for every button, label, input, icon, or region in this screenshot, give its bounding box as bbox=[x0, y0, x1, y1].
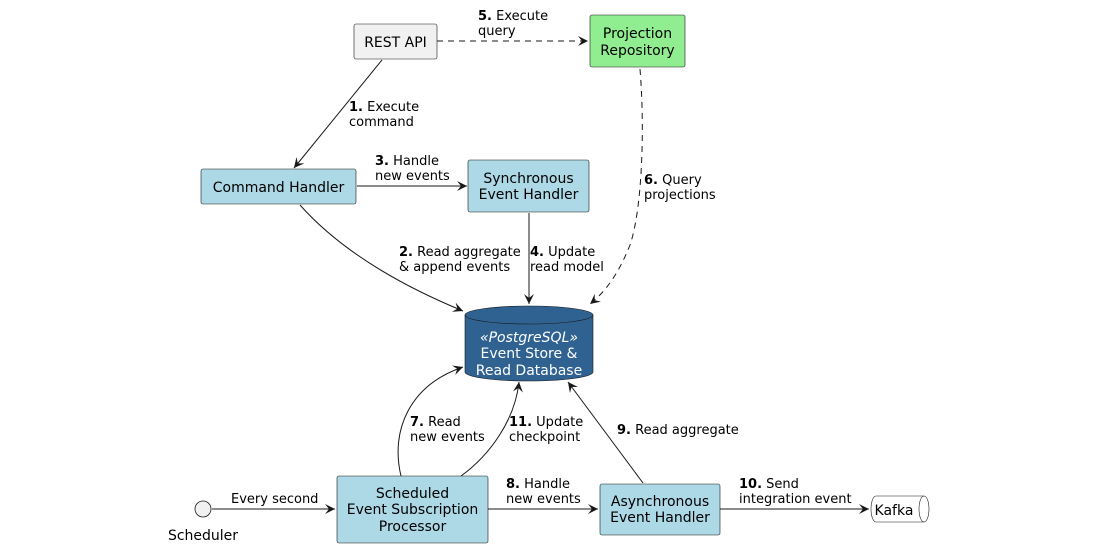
node-scheduler[interactable]: Scheduler bbox=[168, 500, 238, 544]
edge-label-3-line1: Handle bbox=[393, 154, 439, 169]
edge-label-every-second: Every second bbox=[231, 492, 318, 507]
edge-label-9: 9. Read aggregate bbox=[617, 423, 739, 438]
svg-text:6. Query: 6. Query bbox=[644, 173, 702, 188]
edge-label-10: 10. Send integration event bbox=[739, 477, 852, 507]
node-sync-handler-line2: Event Handler bbox=[479, 187, 579, 203]
edge-label-7-line1: Read bbox=[428, 415, 461, 430]
edge-label-8-line1: Handle bbox=[524, 477, 570, 492]
edge-label-5: 5. Execute query bbox=[478, 9, 548, 39]
edge-label-1-line2: command bbox=[349, 115, 414, 130]
node-scheduler-label: Scheduler bbox=[168, 528, 238, 544]
edge-read-aggregate-append bbox=[299, 204, 464, 312]
node-rest-api-label: REST API bbox=[364, 35, 427, 51]
edge-label-11-line2: checkpoint bbox=[509, 430, 580, 445]
edge-label-10-line2: integration event bbox=[739, 492, 852, 507]
node-database[interactable]: «PostgreSQL» Event Store & Read Database bbox=[464, 305, 594, 382]
svg-text:4. Update: 4. Update bbox=[530, 245, 595, 260]
svg-text:2. Read aggregate: 2. Read aggregate bbox=[399, 245, 521, 260]
edge-label-5-line2: query bbox=[478, 24, 516, 39]
node-asynchronous-event-handler[interactable]: Asynchronous Event Handler bbox=[599, 483, 721, 536]
svg-text:8. Handle: 8. Handle bbox=[506, 477, 570, 492]
edge-label-9-num: 9. bbox=[617, 423, 631, 438]
edge-query-projections bbox=[589, 68, 643, 305]
edge-label-every-second-text: Every second bbox=[231, 492, 318, 507]
svg-text:1. Execute: 1. Execute bbox=[349, 100, 419, 115]
edge-label-1: 1. Execute command bbox=[349, 100, 419, 130]
edge-label-6-line1: Query bbox=[662, 173, 702, 188]
node-database-line2: Read Database bbox=[476, 363, 582, 379]
edge-read-new-events bbox=[397, 365, 464, 477]
edge-label-2-line1: Read aggregate bbox=[417, 245, 521, 260]
node-kafka[interactable]: Kafka bbox=[870, 495, 930, 523]
edge-label-4: 4. Update read model bbox=[530, 245, 604, 275]
svg-text:7. Read: 7. Read bbox=[410, 415, 461, 430]
svg-text:10. Send: 10. Send bbox=[739, 477, 799, 492]
node-database-stereotype: «PostgreSQL» bbox=[480, 330, 578, 346]
node-processor-line3: Processor bbox=[379, 519, 447, 535]
edge-label-10-line1: Send bbox=[766, 477, 799, 492]
edge-label-1-num: 1. bbox=[349, 100, 363, 115]
node-database-line1: Event Store & bbox=[481, 346, 578, 362]
node-async-handler-line1: Asynchronous bbox=[611, 494, 709, 510]
edge-label-7-num: 7. bbox=[410, 415, 424, 430]
scheduler-icon bbox=[194, 500, 212, 518]
edge-read-aggregate-async bbox=[567, 381, 644, 484]
edge-label-8-line2: new events bbox=[506, 492, 581, 507]
edge-label-2: 2. Read aggregate & append events bbox=[399, 245, 521, 275]
node-rest-api[interactable]: REST API bbox=[353, 23, 438, 60]
edge-label-4-num: 4. bbox=[530, 245, 544, 260]
edge-execute-command bbox=[293, 59, 383, 169]
svg-text:5. Execute: 5. Execute bbox=[478, 9, 548, 24]
node-kafka-label: Kafka bbox=[875, 503, 914, 519]
node-projection-repository-line1: Projection bbox=[603, 26, 672, 42]
svg-text:11. Update: 11. Update bbox=[509, 415, 583, 430]
node-async-handler-line2: Event Handler bbox=[610, 510, 710, 526]
edge-label-4-line2: read model bbox=[530, 260, 604, 275]
svg-text:3. Handle: 3. Handle bbox=[375, 154, 439, 169]
node-processor-line1: Scheduled bbox=[376, 486, 449, 502]
node-synchronous-event-handler[interactable]: Synchronous Event Handler bbox=[467, 159, 590, 213]
node-projection-repository-line2: Repository bbox=[600, 43, 674, 59]
node-processor-line2: Event Subscription bbox=[347, 502, 479, 518]
node-projection-repository[interactable]: Projection Repository bbox=[589, 14, 686, 68]
node-command-handler[interactable]: Command Handler bbox=[200, 168, 357, 205]
edge-label-10-num: 10. bbox=[739, 477, 762, 492]
edge-label-11-line1: Update bbox=[536, 415, 583, 430]
edge-label-5-line1: Execute bbox=[496, 9, 548, 24]
edge-label-3-line2: new events bbox=[375, 169, 450, 184]
edge-label-2-num: 2. bbox=[399, 245, 413, 260]
edge-label-4-line1: Update bbox=[548, 245, 595, 260]
node-event-subscription-processor[interactable]: Scheduled Event Subscription Processor bbox=[336, 475, 489, 544]
edge-label-7-line2: new events bbox=[410, 430, 485, 445]
edge-label-6-num: 6. bbox=[644, 173, 658, 188]
edge-label-2-line2: & append events bbox=[399, 260, 510, 275]
edge-label-3: 3. Handle new events bbox=[375, 154, 450, 184]
svg-text:9. Read aggregate: 9. Read aggregate bbox=[617, 423, 739, 438]
edge-label-6: 6. Query projections bbox=[644, 173, 716, 203]
edge-update-checkpoint bbox=[460, 381, 523, 477]
edge-label-8-num: 8. bbox=[506, 477, 520, 492]
edge-label-11-num: 11. bbox=[509, 415, 532, 430]
edge-label-1-line1: Execute bbox=[367, 100, 419, 115]
edge-label-6-line2: projections bbox=[644, 188, 716, 203]
edge-label-7: 7. Read new events bbox=[410, 415, 485, 445]
node-command-handler-label: Command Handler bbox=[213, 180, 345, 196]
edge-label-3-num: 3. bbox=[375, 154, 389, 169]
edge-label-8: 8. Handle new events bbox=[506, 477, 581, 507]
edge-label-5-num: 5. bbox=[478, 9, 492, 24]
edge-label-9-line1: Read aggregate bbox=[635, 423, 739, 438]
node-sync-handler-line1: Synchronous bbox=[483, 171, 573, 187]
edge-label-11: 11. Update checkpoint bbox=[509, 415, 583, 445]
